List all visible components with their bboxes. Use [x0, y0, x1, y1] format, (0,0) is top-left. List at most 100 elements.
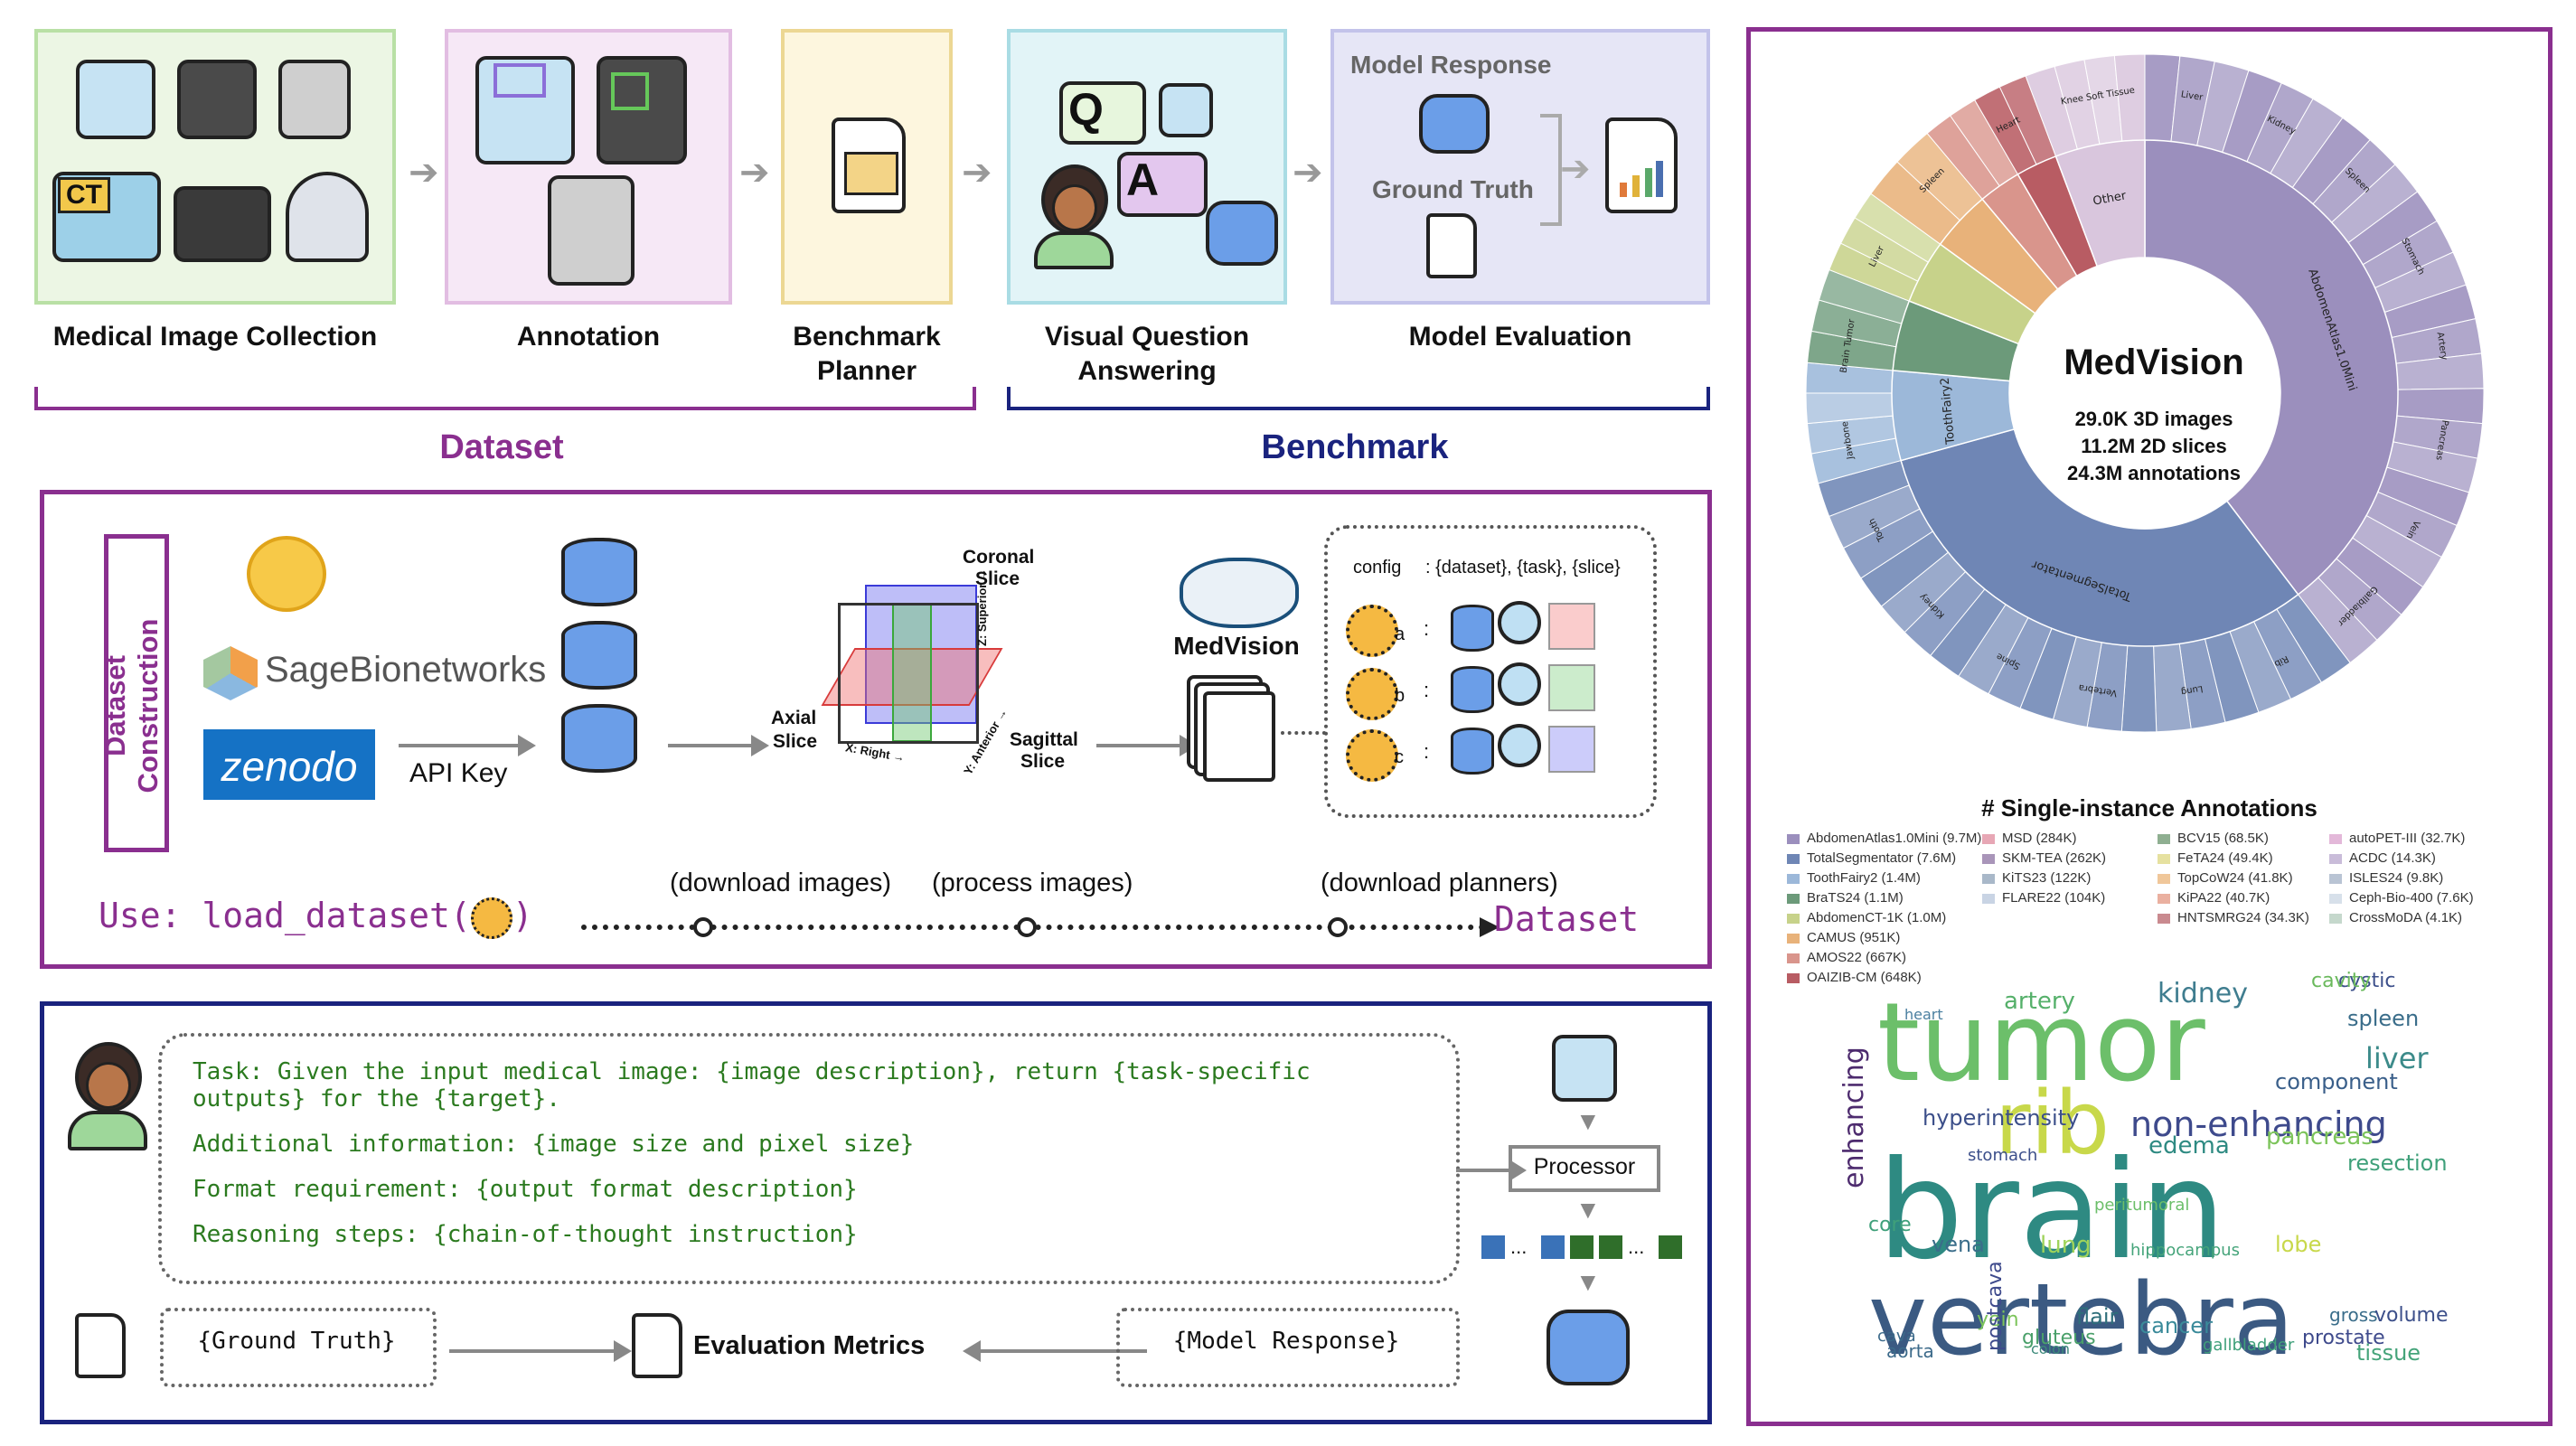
sagittal-label-1: Sagittal — [1010, 729, 1078, 750]
legend-item: SKM-TEA (262K) — [1982, 850, 2106, 866]
model-response-box — [1116, 1308, 1460, 1387]
word-cloud-term: prostate — [2302, 1327, 2385, 1349]
word-cloud-term: cancer — [2139, 1313, 2213, 1338]
arrow-icon — [979, 1349, 1147, 1353]
a-letter: A — [1126, 155, 1160, 205]
prompt-additional: Additional information: {image size and … — [193, 1131, 915, 1158]
gear-icon — [470, 897, 512, 939]
word-cloud-term: gluteus — [2022, 1327, 2096, 1349]
word-cloud-term: lung — [2040, 1232, 2092, 1259]
stage-vqa-label-1: Visual Question — [1044, 322, 1250, 352]
slice-cube-icon — [1548, 603, 1595, 650]
row-c-letter: c — [1395, 747, 1404, 767]
stage-image-collection-label: Medical Image Collection — [52, 322, 378, 352]
sage-logo-text: SageBionetworks — [265, 650, 547, 690]
arrow-head-icon — [614, 1340, 632, 1362]
axial-label-2: Slice — [773, 731, 818, 752]
zenodo-logo-text: zenodo — [221, 743, 358, 790]
legend-swatch — [1787, 933, 1800, 944]
dataset-output-label: Dataset — [1494, 899, 1640, 939]
legend-label: CrossMoDA (4.1K) — [2349, 910, 2463, 925]
legend-label: AbdomenAtlas1.0Mini (9.7M) — [1807, 831, 1982, 846]
legend-label: HNTSMRG24 (34.3K) — [2177, 910, 2309, 925]
token — [1599, 1235, 1622, 1259]
word-cloud-term: resection — [2347, 1150, 2448, 1176]
legend-item: OAIZIB-CM (648K) — [1787, 970, 1922, 985]
flow-node — [1328, 917, 1348, 937]
word-cloud-term: colon — [2031, 1340, 2070, 1357]
down-arrow-icon: ▼ — [1575, 1196, 1601, 1224]
word-cloud-term: vertebra — [1868, 1262, 2295, 1377]
arrow-icon: ➔ — [1293, 153, 1323, 192]
sunburst-center-title: MedVision — [2064, 343, 2244, 382]
legend-item: autoPET-III (32.7K) — [2329, 831, 2465, 846]
legend-swatch — [1982, 853, 1995, 864]
legend-swatch — [2329, 853, 2342, 864]
row-a-colon: : — [1424, 617, 1430, 640]
legend-item: HNTSMRG24 (34.3K) — [2158, 910, 2309, 925]
annotated-brain-icon — [475, 56, 575, 164]
word-cloud-term: aorta — [1886, 1340, 1934, 1362]
legend-item: BCV15 (68.5K) — [2158, 831, 2269, 846]
prompt-task: Task: Given the input medical image: {im… — [193, 1058, 1311, 1085]
legend-item: BraTS24 (1.1M) — [1787, 890, 1904, 906]
legend-item: FeTA24 (49.4K) — [2158, 850, 2273, 866]
magnifier-icon — [1498, 601, 1541, 644]
arrow-head-icon — [963, 1340, 981, 1362]
processor-label: Processor — [1533, 1154, 1636, 1179]
legend-swatch — [1982, 833, 1995, 844]
word-cloud-term: postcava — [1984, 1261, 2007, 1351]
prompt-reasoning: Reasoning steps: {chain-of-thought instr… — [193, 1221, 858, 1248]
sage-logo-icon — [203, 646, 258, 700]
brain-mri-small-icon — [1552, 1035, 1617, 1102]
legend-title: # Single-instance Annotations — [1981, 794, 2317, 822]
word-cloud-term: core — [1868, 1214, 1912, 1236]
step-download-images: (download images) — [670, 869, 892, 897]
benchmark-group-label: Benchmark — [1261, 428, 1449, 466]
zenodo-logo — [203, 729, 375, 800]
robot-icon — [1206, 201, 1278, 266]
word-cloud-term: artery — [2004, 988, 2075, 1015]
model-response-label: {Model Response} — [1172, 1328, 1400, 1355]
flow-node — [693, 917, 713, 937]
magnifier-icon — [1498, 724, 1541, 767]
gear-icon — [1346, 729, 1398, 782]
word-cloud-term: cava — [1877, 1327, 1916, 1346]
sunburst-outer-label: Artery — [2435, 332, 2449, 361]
database-gear-icon — [1451, 666, 1494, 713]
word-cloud-term: cavity — [2311, 972, 2372, 992]
huggingface-logo — [247, 536, 326, 612]
flow-arrow-head-icon — [1480, 917, 1500, 937]
bbox-marker-icon — [611, 72, 649, 110]
robot-icon — [1547, 1310, 1630, 1385]
arrow-icon — [668, 744, 758, 747]
token — [1481, 1235, 1505, 1259]
token-dots: ... — [1628, 1235, 1645, 1258]
word-cloud-term: hyperintensity — [1923, 1105, 2080, 1131]
sunburst-center-line-2: 11.2M 2D slices — [2081, 435, 2227, 457]
legend-item: KiTS23 (122K) — [1982, 870, 2091, 886]
word-cloud-term: brain — [1877, 1132, 2226, 1290]
database-gear-icon — [561, 621, 637, 690]
stage-vqa-label-2: Answering — [1077, 356, 1217, 386]
prompt-task-2: outputs} for the {target}. — [193, 1085, 560, 1113]
prompt-format: Format requirement: {output format descr… — [193, 1176, 858, 1203]
brain-mri-icon — [76, 60, 155, 139]
coronal-label-2: Slice — [975, 568, 1020, 589]
word-cloud-term: hippocampus — [2130, 1241, 2240, 1260]
legend-label: AMOS22 (667K) — [1807, 950, 1907, 965]
step-download-planners: (download planners) — [1321, 869, 1558, 897]
gear-icon — [1346, 668, 1398, 720]
word-cloud-term: volume — [2374, 1304, 2449, 1327]
legend-label: KiTS23 (122K) — [2002, 870, 2092, 886]
coronal-label-1: Coronal — [963, 547, 1035, 568]
arrow-icon: ➔ — [739, 153, 770, 192]
sunburst-inner-label: ToothFairy2 — [1939, 377, 1959, 446]
token — [1659, 1235, 1682, 1259]
use-call-text: Use: load_dataset( — [99, 896, 471, 935]
word-cloud-term: gross — [2329, 1304, 2378, 1326]
stage-evaluation-label: Model Evaluation — [1408, 322, 1632, 352]
ground-truth-document-icon — [1426, 213, 1477, 278]
legend-item: TopCoW24 (41.8K) — [2158, 870, 2293, 886]
stage-planner-label-2: Planner — [816, 356, 917, 386]
